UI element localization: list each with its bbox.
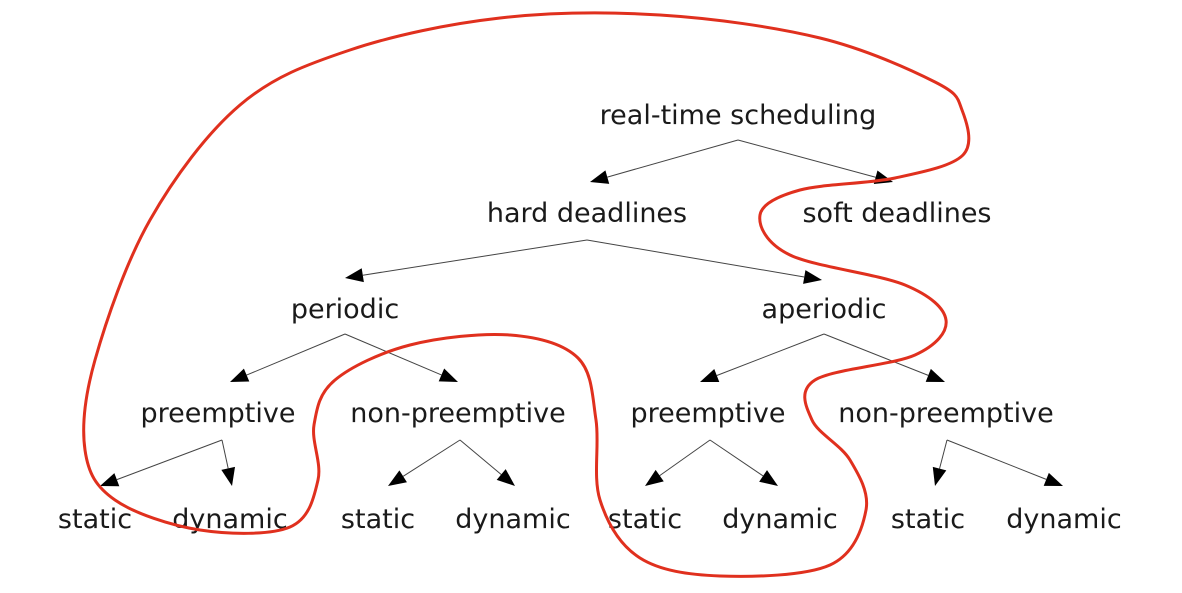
node-real-time-scheduling: real-time scheduling [600,100,877,131]
leaf-static: static [891,504,965,535]
arrowhead-icon [759,470,778,486]
tree-edge [716,333,825,376]
tree-edge [459,439,502,475]
node-soft-deadlines: soft deadlines [802,198,991,229]
tree-edge [586,239,805,278]
node-periodic: periodic [291,294,399,325]
arrowhead-icon [388,470,407,486]
tree-edge [362,239,588,276]
tree-edge [116,439,223,481]
highlight-freehand-loop [82,11,971,578]
arrowhead-icon [700,368,720,383]
tree-edge [737,139,876,178]
arrowhead-icon [345,268,364,283]
arrowhead-icon [1043,472,1063,486]
tree-edge [607,139,739,178]
leaf-static: static [341,504,415,535]
arrowhead-icon [496,469,515,486]
arrowhead-icon [925,368,945,382]
tree-edge [221,439,229,469]
tree-edge [939,439,948,469]
leaf-dynamic: dynamic [455,504,570,535]
leaf-dynamic: dynamic [722,504,837,535]
tree-edge [344,333,442,376]
arrowhead-icon [100,473,120,487]
leaf-static: static [608,504,682,535]
arrowhead-icon [590,170,610,184]
arrowhead-icon [645,469,664,486]
leaf-static: static [58,504,132,535]
tree-edge [402,439,461,477]
leaf-dynamic: dynamic [1006,504,1121,535]
node-hard-deadlines: hard deadlines [487,198,687,229]
tree-edge [823,333,929,376]
node-periodic-preemptive: preemptive [141,398,296,429]
tree-edge [659,439,711,477]
node-periodic-non-preemptive: non-preemptive [350,398,565,429]
tree-edge [709,439,764,477]
arrowhead-icon [932,466,947,486]
node-aperiodic: aperiodic [762,294,887,325]
node-aperiodic-preemptive: preemptive [631,398,786,429]
arrowhead-icon [230,368,250,382]
arrowhead-icon [438,368,458,382]
node-aperiodic-non-preemptive: non-preemptive [838,398,1053,429]
arrowhead-icon [221,466,236,486]
tree-edges [100,139,1063,487]
arrowhead-icon [803,270,822,284]
tree-edge [946,439,1047,480]
tree-edge [246,333,346,376]
